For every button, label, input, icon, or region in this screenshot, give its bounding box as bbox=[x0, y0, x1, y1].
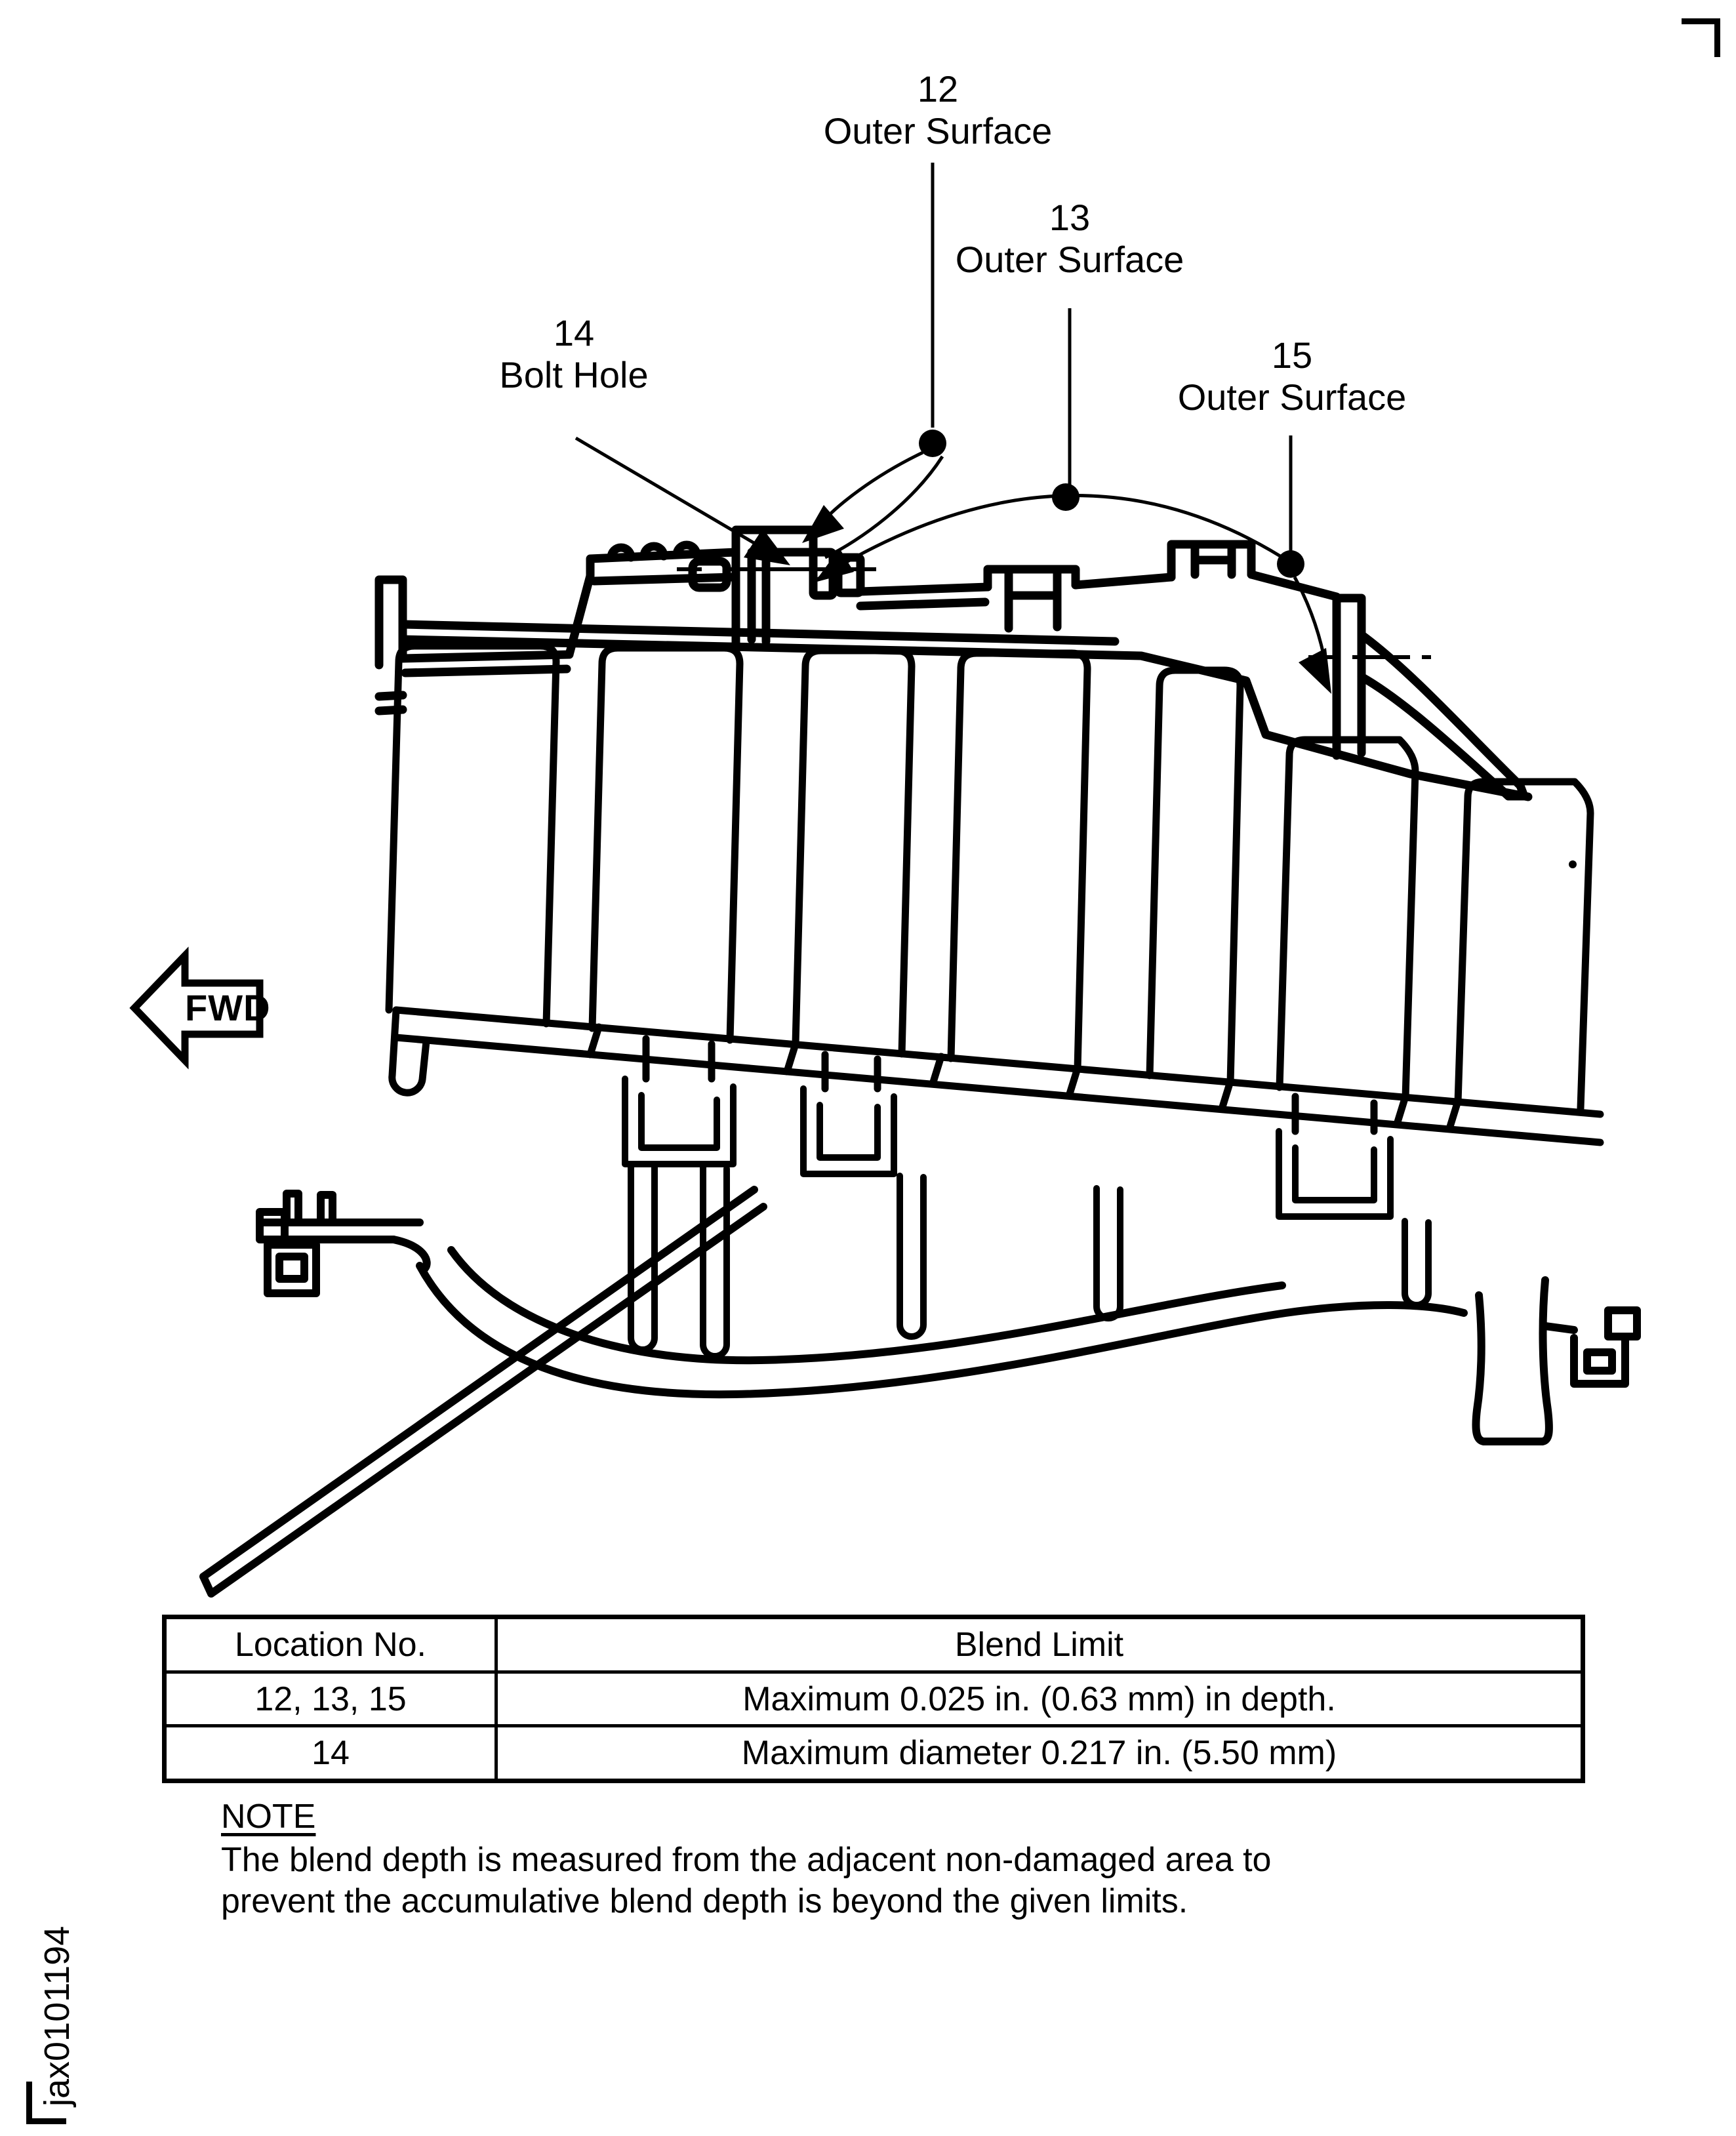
callout-13-number: 13 bbox=[1049, 197, 1091, 238]
fwd-arrow-label: FWD bbox=[185, 987, 271, 1028]
callout-12-number: 12 bbox=[917, 68, 959, 110]
callout-12-text: Outer Surface bbox=[823, 110, 1053, 151]
callout-13-text: Outer Surface bbox=[955, 239, 1184, 280]
callout-13-leader bbox=[813, 308, 1292, 583]
callout-14-label: 14 Bolt Hole bbox=[436, 312, 712, 396]
table-header-row: Location No. Blend Limit bbox=[163, 1615, 1585, 1674]
callout-14-number: 14 bbox=[553, 312, 595, 353]
centerline-dashes bbox=[677, 567, 1431, 659]
note-text-line2: prevent the accumulative blend depth is … bbox=[221, 1882, 1188, 1920]
blend-limit-table: Location No. Blend Limit 12, 13, 15 Maxi… bbox=[162, 1615, 1585, 1783]
callout-15-text: Outer Surface bbox=[1177, 376, 1407, 418]
inner-shroud bbox=[388, 1006, 1604, 1146]
callout-14-text: Bolt Hole bbox=[499, 354, 649, 395]
inner-drum bbox=[199, 860, 1641, 1598]
cell-location-2: 14 bbox=[163, 1724, 498, 1783]
figure-id: jax0101194 bbox=[37, 1925, 77, 2106]
header-location-no: Location No. bbox=[163, 1615, 498, 1674]
cell-limit-2: Maximum diameter 0.217 in. (5.50 mm) bbox=[495, 1724, 1585, 1783]
note-heading: NOTE bbox=[221, 1798, 316, 1836]
cell-location-1: 12, 13, 15 bbox=[163, 1670, 498, 1727]
callout-12-label: 12 Outer Surface bbox=[800, 68, 1076, 152]
table-row: 12, 13, 15 Maximum 0.025 in. (0.63 mm) i… bbox=[163, 1670, 1585, 1727]
callout-12-leader bbox=[802, 163, 946, 559]
fwd-arrow-icon bbox=[129, 946, 264, 1070]
callout-13-label: 13 Outer Surface bbox=[932, 197, 1207, 281]
callout-15-leader bbox=[1277, 435, 1331, 694]
table-row: 14 Maximum diameter 0.217 in. (5.50 mm) bbox=[163, 1724, 1585, 1783]
seal-boxes bbox=[622, 1076, 1394, 1220]
header-blend-limit: Blend Limit bbox=[495, 1615, 1585, 1674]
note-text-line1: The blend depth is measured from the adj… bbox=[221, 1841, 1272, 1879]
cell-limit-1: Maximum 0.025 in. (0.63 mm) in depth. bbox=[495, 1670, 1585, 1727]
callout-14-leader bbox=[575, 436, 790, 565]
corner-mark-bottom-left bbox=[26, 2082, 66, 2124]
callout-15-number: 15 bbox=[1271, 334, 1313, 376]
callout-15-label: 15 Outer Surface bbox=[1154, 334, 1430, 418]
corner-mark-top-right bbox=[1682, 18, 1720, 57]
stator-vanes bbox=[385, 642, 1594, 1112]
callout-leaders bbox=[575, 163, 1431, 694]
